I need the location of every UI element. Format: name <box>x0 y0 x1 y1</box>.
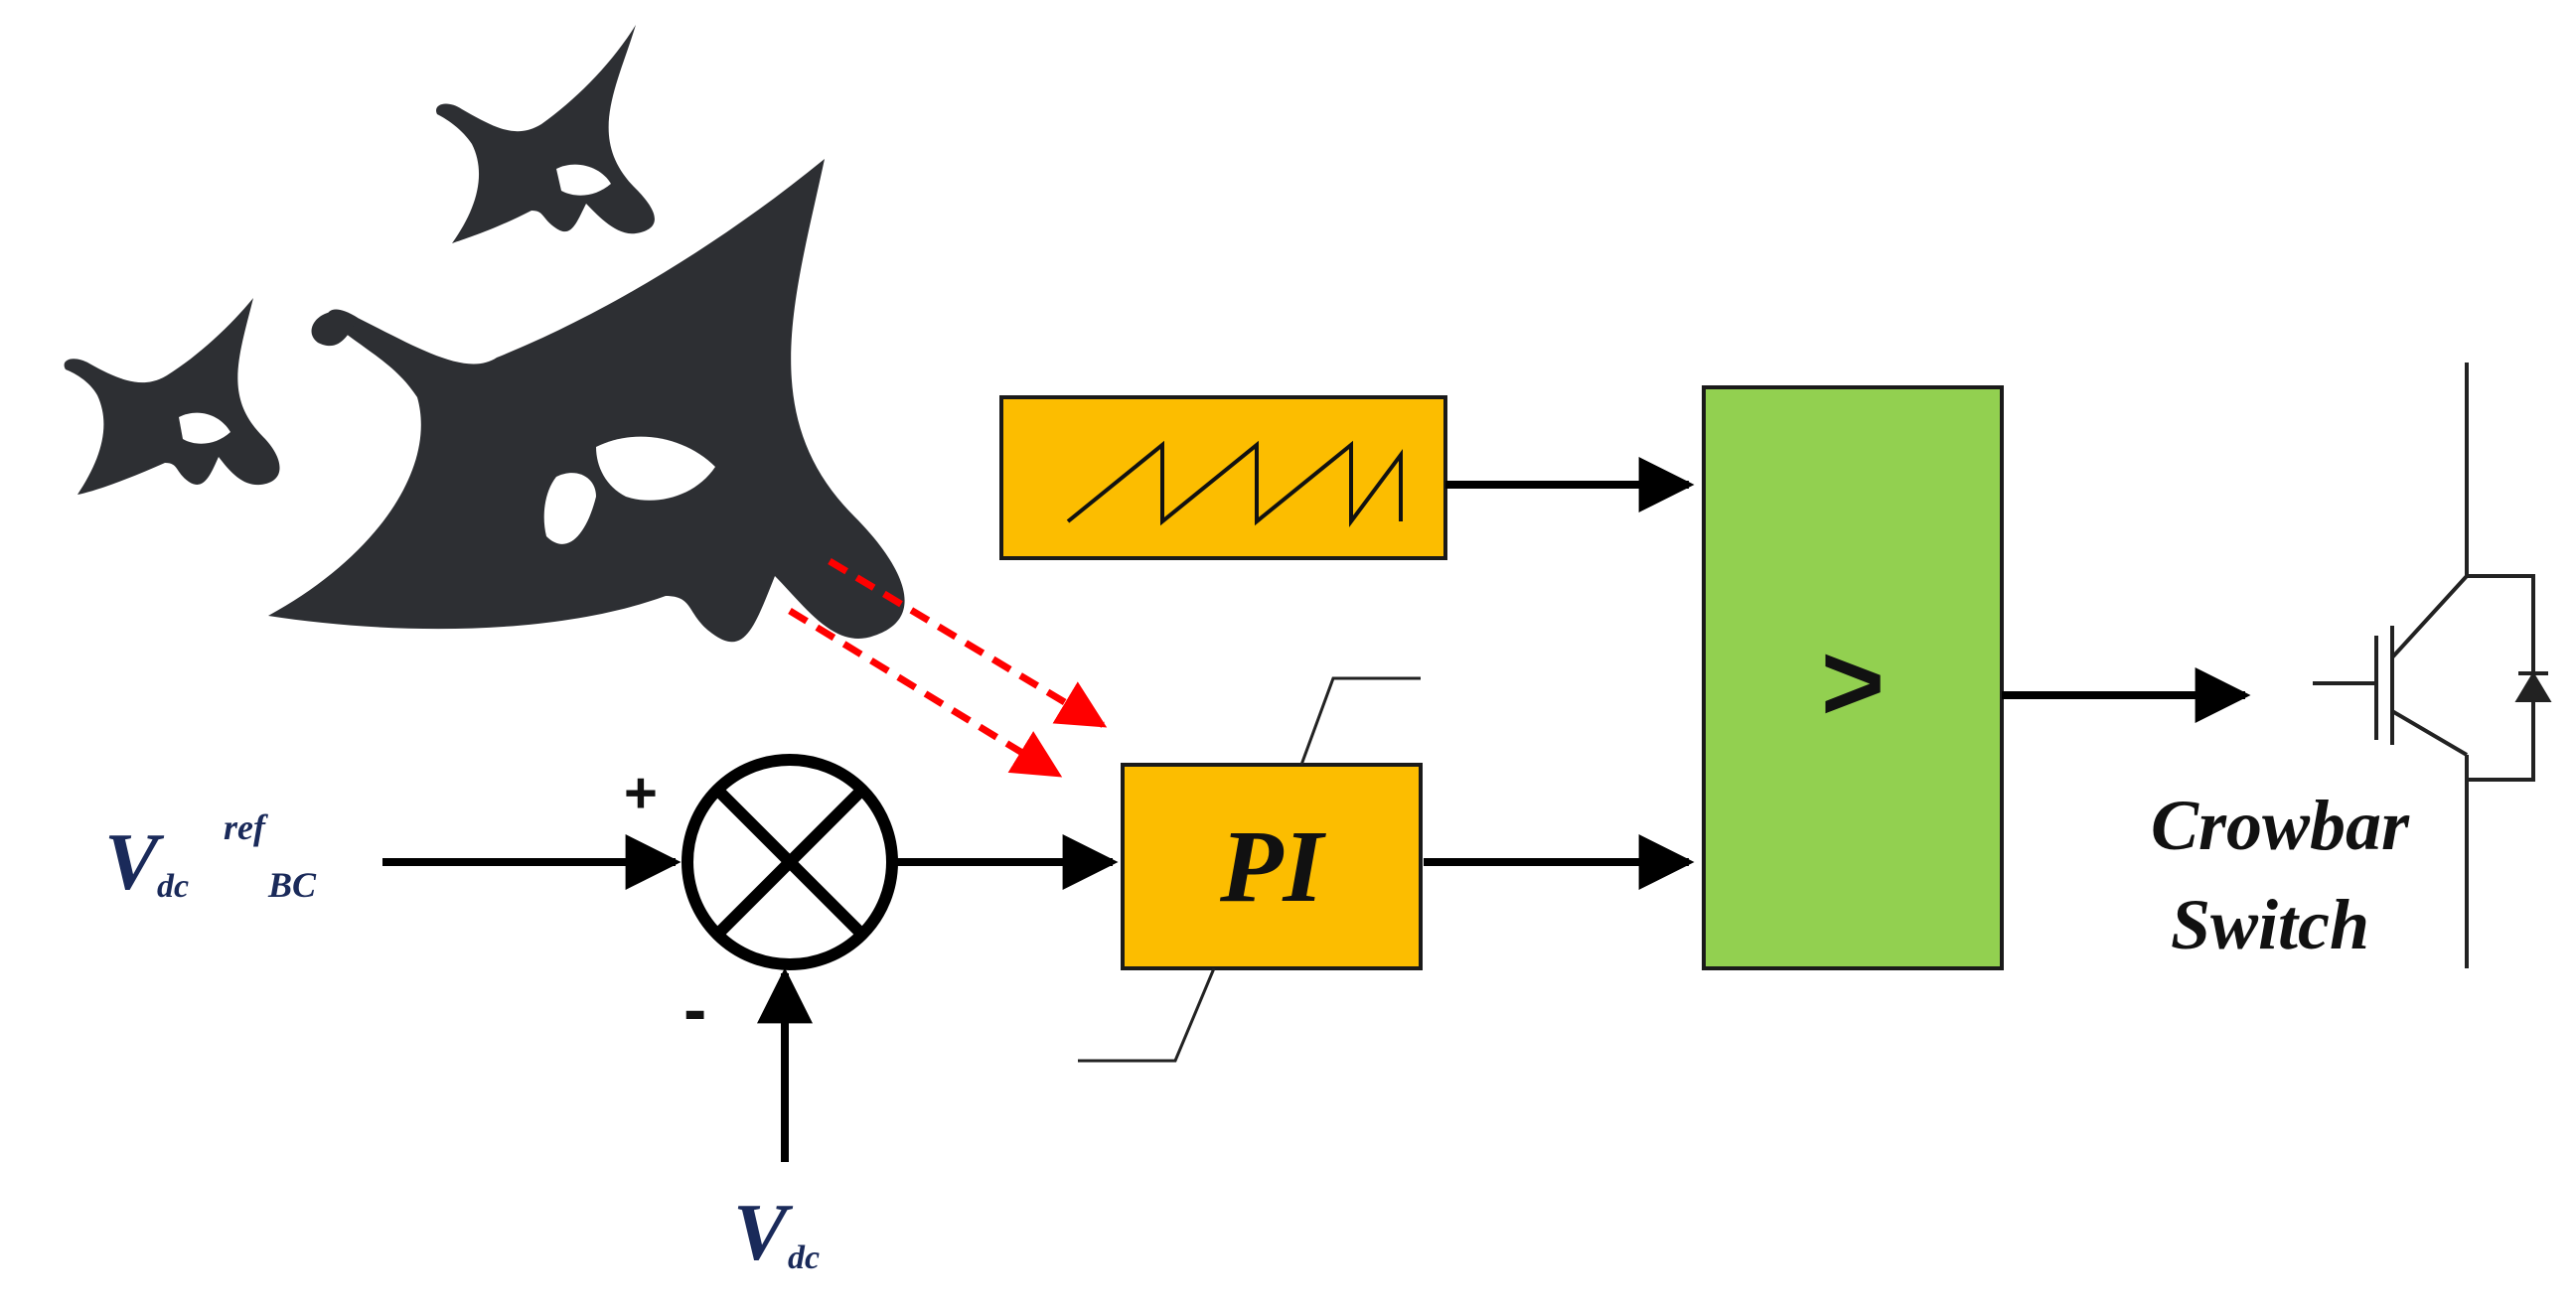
comparator-block: > <box>1702 385 2004 970</box>
svg-text:>: > <box>1821 622 1885 744</box>
svg-text:BC: BC <box>267 865 317 905</box>
pi-controller-block: PI <box>1121 763 1423 970</box>
svg-text:dc: dc <box>157 868 189 905</box>
pi-upper-limit-icon <box>1299 676 1421 766</box>
svg-text:V: V <box>104 816 165 907</box>
svg-text:PI: PI <box>1219 809 1327 924</box>
manta-ray-icon-left <box>64 298 280 495</box>
igbt-diode-switch-icon <box>2313 363 2552 968</box>
svg-text:dc: dc <box>788 1239 820 1276</box>
input-ref-label: V dc ref BC <box>104 807 317 907</box>
manta-ray-icon-top <box>436 25 655 243</box>
output-label-line1: Crowbar <box>2151 786 2410 865</box>
svg-text:V: V <box>733 1187 794 1277</box>
minus-sign: - <box>683 970 706 1048</box>
input-meas-label: V dc <box>733 1187 820 1277</box>
carrier-block <box>999 395 1447 560</box>
tuning-arrow-2 <box>788 608 1063 778</box>
tuning-arrow-1 <box>828 557 1108 729</box>
manta-ray-icon-large <box>268 159 905 643</box>
plus-sign: + <box>624 761 658 825</box>
svg-text:ref: ref <box>224 807 268 847</box>
output-label-line2: Switch <box>2171 885 2369 964</box>
summing-junction <box>682 754 898 970</box>
sawtooth-wave-icon <box>1066 440 1403 528</box>
pi-lower-limit-icon <box>1078 967 1216 1063</box>
